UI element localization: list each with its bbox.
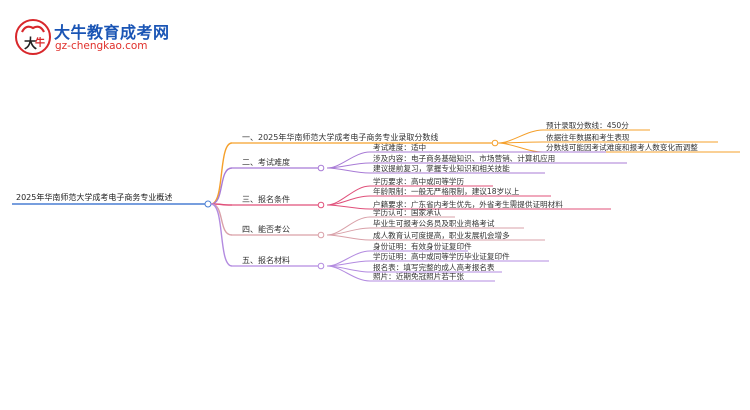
root-node: 2025年华南师范大学成考电子商务专业概述 [12,192,212,208]
branch-2: 二、考试难度 考试难度：适中涉及内容：电子商务基础知识、市场营销、计算机应用建议提… [210,142,627,205]
branch-label: 二、考试难度 [242,157,290,167]
leaf-label: 学历要求：高中或同等学历 [373,176,465,186]
logo-title: 大牛教育成考网 [54,23,170,42]
branch-1: 一、2025年华南师范大学成考电子商务专业录取分数线 预计录取分数线：450分依据… [210,120,740,205]
leaf-connector [326,185,371,206]
bull-logo-icon: 大 牛 [15,19,51,55]
branch-label: 一、2025年华南师范大学成考电子商务专业录取分数线 [242,132,438,142]
branch-label: 五、报名材料 [242,255,290,265]
leaf-label: 年龄限制：一般无严格限制，建议18岁以上 [373,186,520,196]
leaf-connector [326,167,371,174]
leaf-label: 照片：近期免冠照片若干张 [373,271,465,281]
leaf-label: 户籍要求：广东省内考生优先，外省考生需提供证明材料 [373,199,563,209]
branch-5: 五、报名材料 身份证明：有效身份证复印件学历证明：高中或同等学历毕业证复印件报名表… [210,203,549,282]
leaf-label: 建议提前复习，掌握专业知识和相关技能 [373,163,510,173]
leaf-label: 毕业生可报考公务员及职业资格考试 [373,218,495,228]
leaf-label: 身份证明：有效身份证复印件 [373,241,472,251]
leaf-label: 学历认可：国家承认 [373,207,442,217]
leaf-label: 学历证明：高中或同等学历毕业证复印件 [373,251,510,261]
branch-3: 三、报名条件 学历要求：高中或同等学历年龄限制：一般无严格限制，建议18岁以上户籍… [210,176,611,210]
logo-url: gz-chengkao.com [55,40,148,52]
leaf-connector [326,265,371,282]
leaf-label: 分数线可能因考试难度和报考人数变化而调整 [546,142,698,152]
branch-label: 三、报名条件 [242,194,290,204]
leaf-label: 考试难度：适中 [373,142,426,152]
svg-text:大: 大 [24,36,37,52]
leaf-connector [326,260,371,267]
leaf-connector [326,216,371,236]
leaf-connector [497,129,544,144]
site-logo[interactable]: 大 牛 大牛教育成考网 gz-chengkao.com [14,18,169,58]
leaf-connector [497,142,544,153]
svg-text:牛: 牛 [35,36,45,49]
leaf-connector [326,204,371,210]
leaf-label: 报名表：填写完整的成人高考报名表 [373,262,495,272]
leaf-connector [326,162,371,169]
leaf-label: 依据往年数据和考生表现 [546,132,630,142]
branch-label: 四、能否考公 [242,224,290,234]
root-label: 2025年华南师范大学成考电子商务专业概述 [16,192,172,202]
leaf-label: 涉及内容：电子商务基础知识、市场营销、计算机应用 [373,153,555,163]
leaf-label: 预计录取分数线：450分 [546,120,629,130]
leaf-connector [326,234,371,241]
leaf-label: 成人教育认可度提高，职业发展机会增多 [373,230,510,240]
